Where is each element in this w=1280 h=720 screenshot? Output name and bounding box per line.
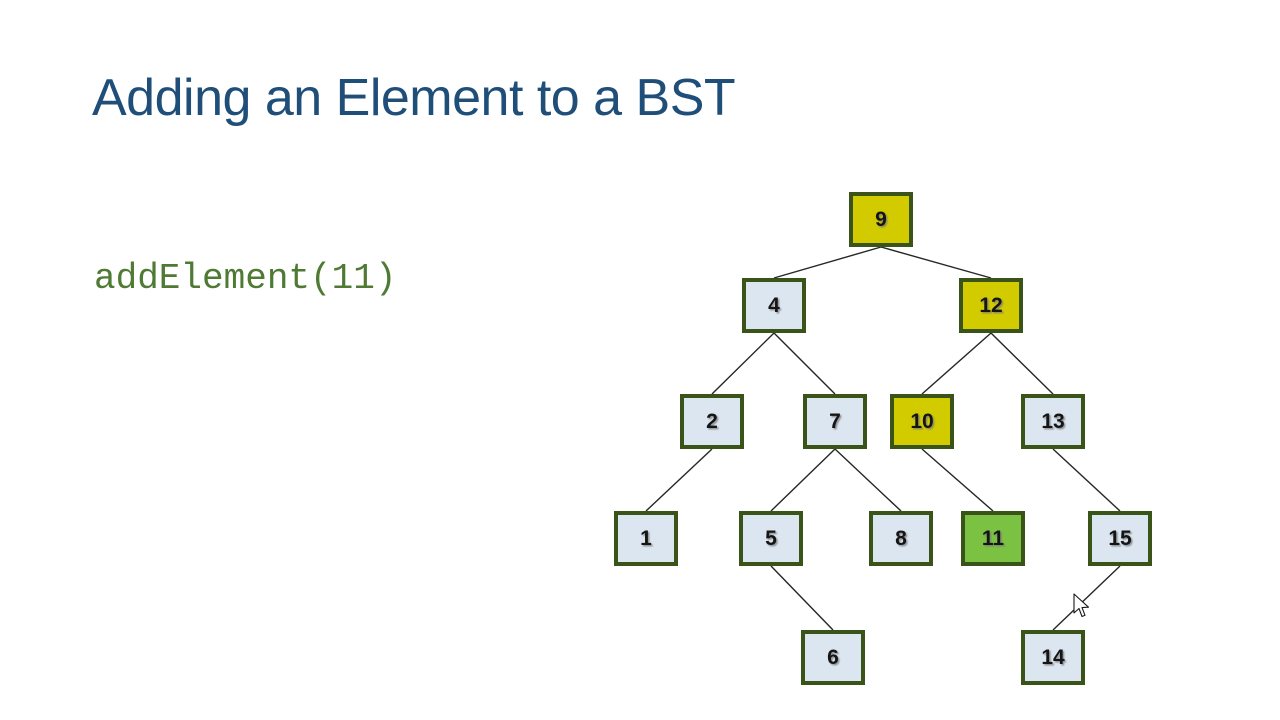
- page-title: Adding an Element to a BST: [92, 69, 736, 127]
- bst-node-label: 10: [910, 409, 934, 433]
- bst-node-label: 6: [827, 645, 839, 669]
- bst-node-10[interactable]: 10: [890, 394, 954, 449]
- bst-node-label: 15: [1108, 526, 1132, 550]
- bst-node-label: 4: [768, 293, 780, 317]
- bst-node-label: 14: [1041, 645, 1065, 669]
- bst-node-label: 9: [875, 207, 887, 231]
- bst-node-label: 7: [829, 409, 841, 433]
- bst-node-4[interactable]: 4: [742, 278, 806, 333]
- bst-node-label: 13: [1041, 409, 1065, 433]
- bst-node-label: 11: [981, 526, 1005, 550]
- bst-node-7[interactable]: 7: [803, 394, 867, 449]
- bst-node-14[interactable]: 14: [1021, 630, 1085, 685]
- bst-node-label: 12: [979, 293, 1003, 317]
- bst-node-label: 5: [765, 526, 777, 550]
- code-call-label: addElement(11): [94, 258, 397, 299]
- bst-node-label: 2: [706, 409, 718, 433]
- bst-node-1[interactable]: 1: [614, 511, 678, 566]
- bst-node-12[interactable]: 12: [959, 278, 1023, 333]
- bst-node-15[interactable]: 15: [1088, 511, 1152, 566]
- bst-node-13[interactable]: 13: [1021, 394, 1085, 449]
- bst-node-8[interactable]: 8: [869, 511, 933, 566]
- bst-node-5[interactable]: 5: [739, 511, 803, 566]
- bst-node-label: 8: [895, 526, 907, 550]
- bst-node-2[interactable]: 2: [680, 394, 744, 449]
- bst-node-9[interactable]: 9: [849, 192, 913, 247]
- bst-node-11[interactable]: 11: [961, 511, 1025, 566]
- bst-node-label: 1: [640, 526, 652, 550]
- bst-node-6[interactable]: 6: [801, 630, 865, 685]
